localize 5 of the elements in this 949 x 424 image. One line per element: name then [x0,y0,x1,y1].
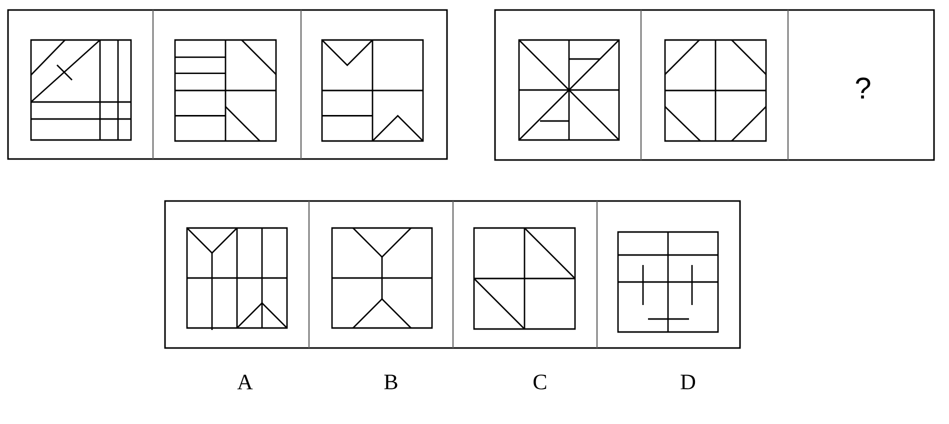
option-letter: A [237,374,253,390]
question-mark: ? [856,78,870,98]
option-letter: B [384,374,398,390]
option-letter: C [534,374,546,390]
option-letter: D [680,374,696,390]
